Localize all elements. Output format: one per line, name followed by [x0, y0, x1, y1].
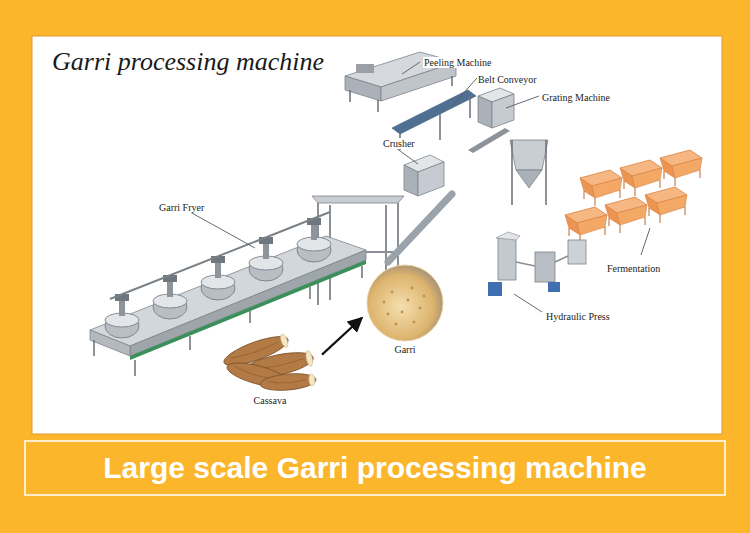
- leader-lines: [641, 228, 650, 255]
- cassava-root: [259, 372, 316, 393]
- label-anchor: Crusher: [382, 133, 416, 151]
- part-label: Crusher: [382, 138, 416, 149]
- hydraulic-press: [535, 252, 555, 282]
- leader-lines: [190, 212, 255, 248]
- fermentation-trays: [565, 207, 607, 243]
- cassava-root: [259, 372, 316, 393]
- white-panel: [32, 36, 722, 434]
- garri-grain: [391, 291, 394, 294]
- crusher: [388, 194, 452, 262]
- hydraulic-press: [488, 282, 502, 296]
- caption-band: Large scale Garri processing machine: [25, 441, 725, 495]
- garri-fryer: [153, 275, 187, 319]
- hydraulic-press: [516, 256, 568, 266]
- diagram-title: Garri processing machine: [52, 47, 324, 77]
- grating-machine: [492, 94, 514, 128]
- garri-grain: [401, 311, 404, 314]
- garri-fryer: [90, 212, 366, 376]
- leader-lines: [396, 148, 418, 164]
- cassava-cut: [279, 333, 289, 348]
- grating-machine: [516, 170, 542, 188]
- crusher: [404, 165, 418, 196]
- garri-grain: [411, 287, 414, 290]
- label-anchor: Garri Fryer: [158, 197, 205, 215]
- hydraulic-press: [496, 232, 520, 240]
- garri-fryer: [105, 294, 139, 338]
- leader-lines: [452, 78, 477, 106]
- flow-arrow: [322, 318, 362, 355]
- hydraulic-press: [548, 282, 560, 292]
- cassava-roots: [218, 327, 322, 395]
- hydraulic-press: [488, 232, 586, 296]
- part-label: Garri Fryer: [158, 202, 205, 213]
- hydraulic-press: [568, 240, 586, 264]
- part-label: Grating Machine: [541, 92, 611, 103]
- leader-lines: [506, 96, 539, 108]
- banner-caption: Large scale Garri processing machine: [103, 451, 647, 485]
- label-anchor: Fermentation: [606, 258, 661, 276]
- belt-conveyor: [392, 90, 476, 134]
- garri-fryer: [110, 212, 330, 299]
- part-label: Belt Conveyor: [477, 74, 538, 85]
- garri-grain: [413, 321, 416, 324]
- garri-grain: [423, 295, 426, 298]
- garri-photo: [362, 262, 448, 344]
- grating-machine: [478, 96, 492, 128]
- image-node: Cassava: [218, 327, 322, 406]
- garri-fryer: [297, 218, 331, 262]
- garri-grain: [387, 313, 390, 316]
- grating-machine: [468, 88, 548, 205]
- node-label: Cassava: [253, 395, 288, 406]
- grating-machine: [512, 140, 546, 205]
- fermentation-trays: [660, 150, 702, 186]
- part-label: Peeling Machine: [423, 57, 492, 68]
- grating-machine: [468, 128, 510, 153]
- crusher: [418, 162, 444, 196]
- garri-grain: [407, 299, 410, 302]
- cassava-cut: [308, 374, 315, 386]
- garri-fryer: [201, 256, 235, 300]
- leader-lines: [402, 62, 420, 74]
- cassava-texture: [268, 378, 306, 384]
- part-label: Hydraulic Press: [545, 311, 611, 322]
- garri-circle: [367, 265, 443, 341]
- node-text-row: Garri: [362, 344, 448, 355]
- fermentation-trays: [605, 197, 647, 233]
- label-anchor: Peeling Machine: [423, 52, 492, 70]
- cassava-cut: [305, 350, 314, 367]
- part-label: Fermentation: [606, 263, 661, 274]
- title-anchor: Garri processing machine: [52, 47, 324, 77]
- banner-frame: [25, 441, 725, 495]
- label-anchor: Hydraulic Press: [545, 306, 611, 324]
- peeling-machine: [356, 64, 374, 73]
- garri-grain: [419, 307, 422, 310]
- garri-fryer: [249, 237, 283, 281]
- garri-grain: [395, 323, 398, 326]
- image-node: Garri: [362, 262, 448, 355]
- label-anchor: Grating Machine: [541, 87, 611, 105]
- garri-grain: [383, 301, 386, 304]
- garri-fryer: [130, 250, 366, 356]
- crusher: [312, 196, 404, 203]
- fermentation-trays: [565, 150, 702, 243]
- label-anchor: Belt Conveyor: [477, 69, 538, 87]
- fermentation-trays: [620, 160, 662, 196]
- node-label: Garri: [393, 344, 416, 355]
- node-text-row: Cassava: [218, 395, 322, 406]
- leader-lines: [514, 294, 542, 312]
- hydraulic-press: [498, 238, 516, 280]
- fermentation-trays: [580, 170, 622, 206]
- grating-machine: [510, 140, 548, 170]
- fermentation-trays: [645, 187, 687, 223]
